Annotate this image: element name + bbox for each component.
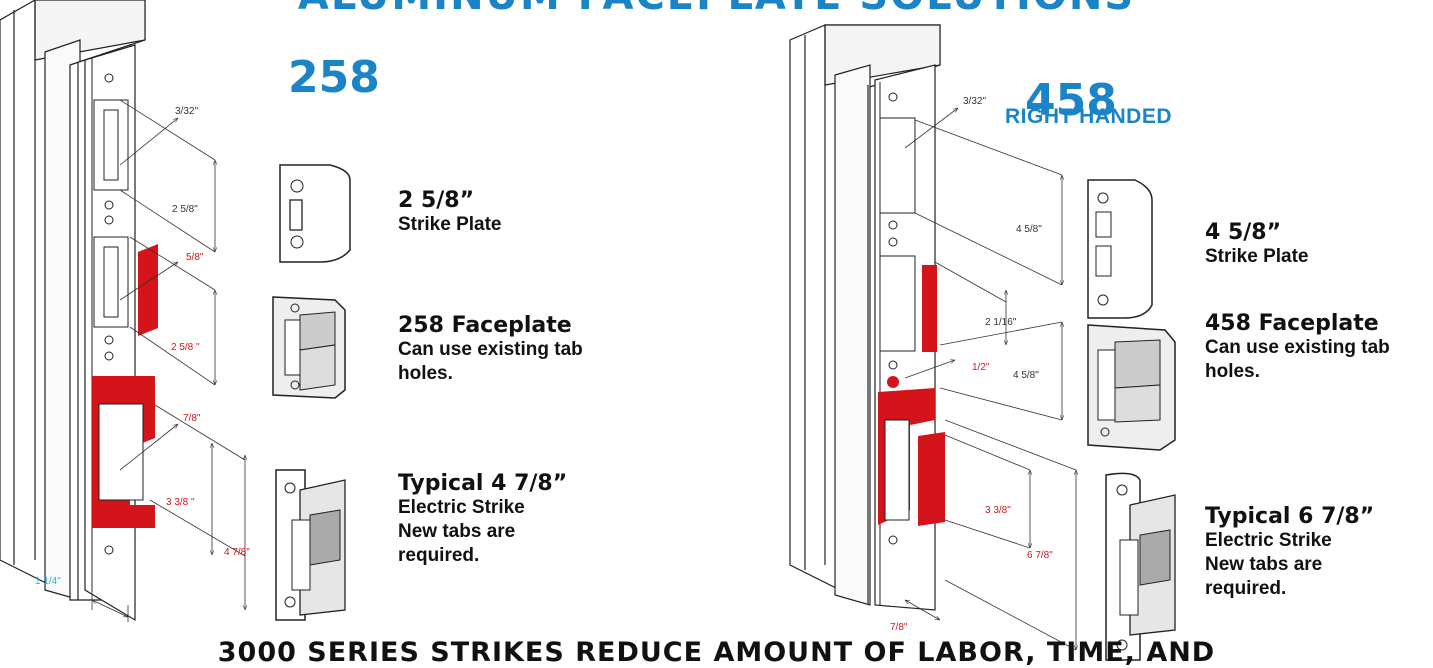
dim-label: 2 1/16" <box>985 317 1017 328</box>
strike-plate-258-image <box>279 164 351 263</box>
dim-label: 6 7/8" <box>1027 550 1053 561</box>
dimension-lines-right <box>905 108 1076 651</box>
dim-label: 2 5/8" <box>172 204 198 215</box>
faceplate-258-image <box>272 296 346 399</box>
dimension-lines-left <box>92 99 245 622</box>
handing-label: RIGHT HANDED <box>1005 105 1172 128</box>
dim-label: 4 5/8" <box>1016 224 1042 235</box>
model-number-258: 258 <box>288 52 380 103</box>
dim-label: 3/32" <box>963 96 986 107</box>
dim-label: 3/32" <box>175 106 198 117</box>
model-number-458: 458 <box>1025 75 1117 126</box>
faceplate-258-drawing <box>84 44 158 622</box>
banner-title: ALUMINUM FACEPLATE SOLUTIONS <box>0 0 1433 19</box>
dim-label: 3 3/8" <box>985 505 1011 516</box>
dim-label: 2 5/8 " <box>171 342 200 353</box>
dim-label: 7/8" <box>890 622 908 633</box>
dim-label: 5/8" <box>186 252 204 263</box>
electric-strike-458-image <box>1105 472 1176 661</box>
footer-tagline: 3000 SERIES STRIKES REDUCE AMOUNT OF LAB… <box>217 637 1216 668</box>
faceplate-458-drawing <box>874 64 945 611</box>
dim-label: 7/8" <box>183 413 201 424</box>
door-frame-right <box>789 24 941 606</box>
dim-label: 4 7/8" <box>224 547 250 558</box>
caption-electric-strike-258: Typical 4 7/8” Electric Strike New tabs … <box>398 471 568 567</box>
caption-strike-plate-258: 2 5/8” Strike Plate <box>398 188 502 236</box>
strike-plate-458-image <box>1087 179 1153 319</box>
caption-strike-plate-458: 4 5/8” Strike Plate <box>1205 220 1309 268</box>
electric-strike-258-image <box>275 469 346 621</box>
faceplate-458-image <box>1087 324 1176 451</box>
caption-faceplate-458: 458 Faceplate Can use existing tab holes… <box>1205 311 1390 383</box>
dim-label: 1 1/4" <box>35 576 61 587</box>
dim-label: 1/2" <box>972 362 990 373</box>
dim-label: 3 3/8 " <box>166 497 195 508</box>
caption-electric-strike-458: Typical 6 7/8” Electric Strike New tabs … <box>1205 504 1375 600</box>
dim-label: 4 5/8" <box>1013 370 1039 381</box>
caption-faceplate-258: 258 Faceplate Can use existing tab holes… <box>398 313 583 385</box>
